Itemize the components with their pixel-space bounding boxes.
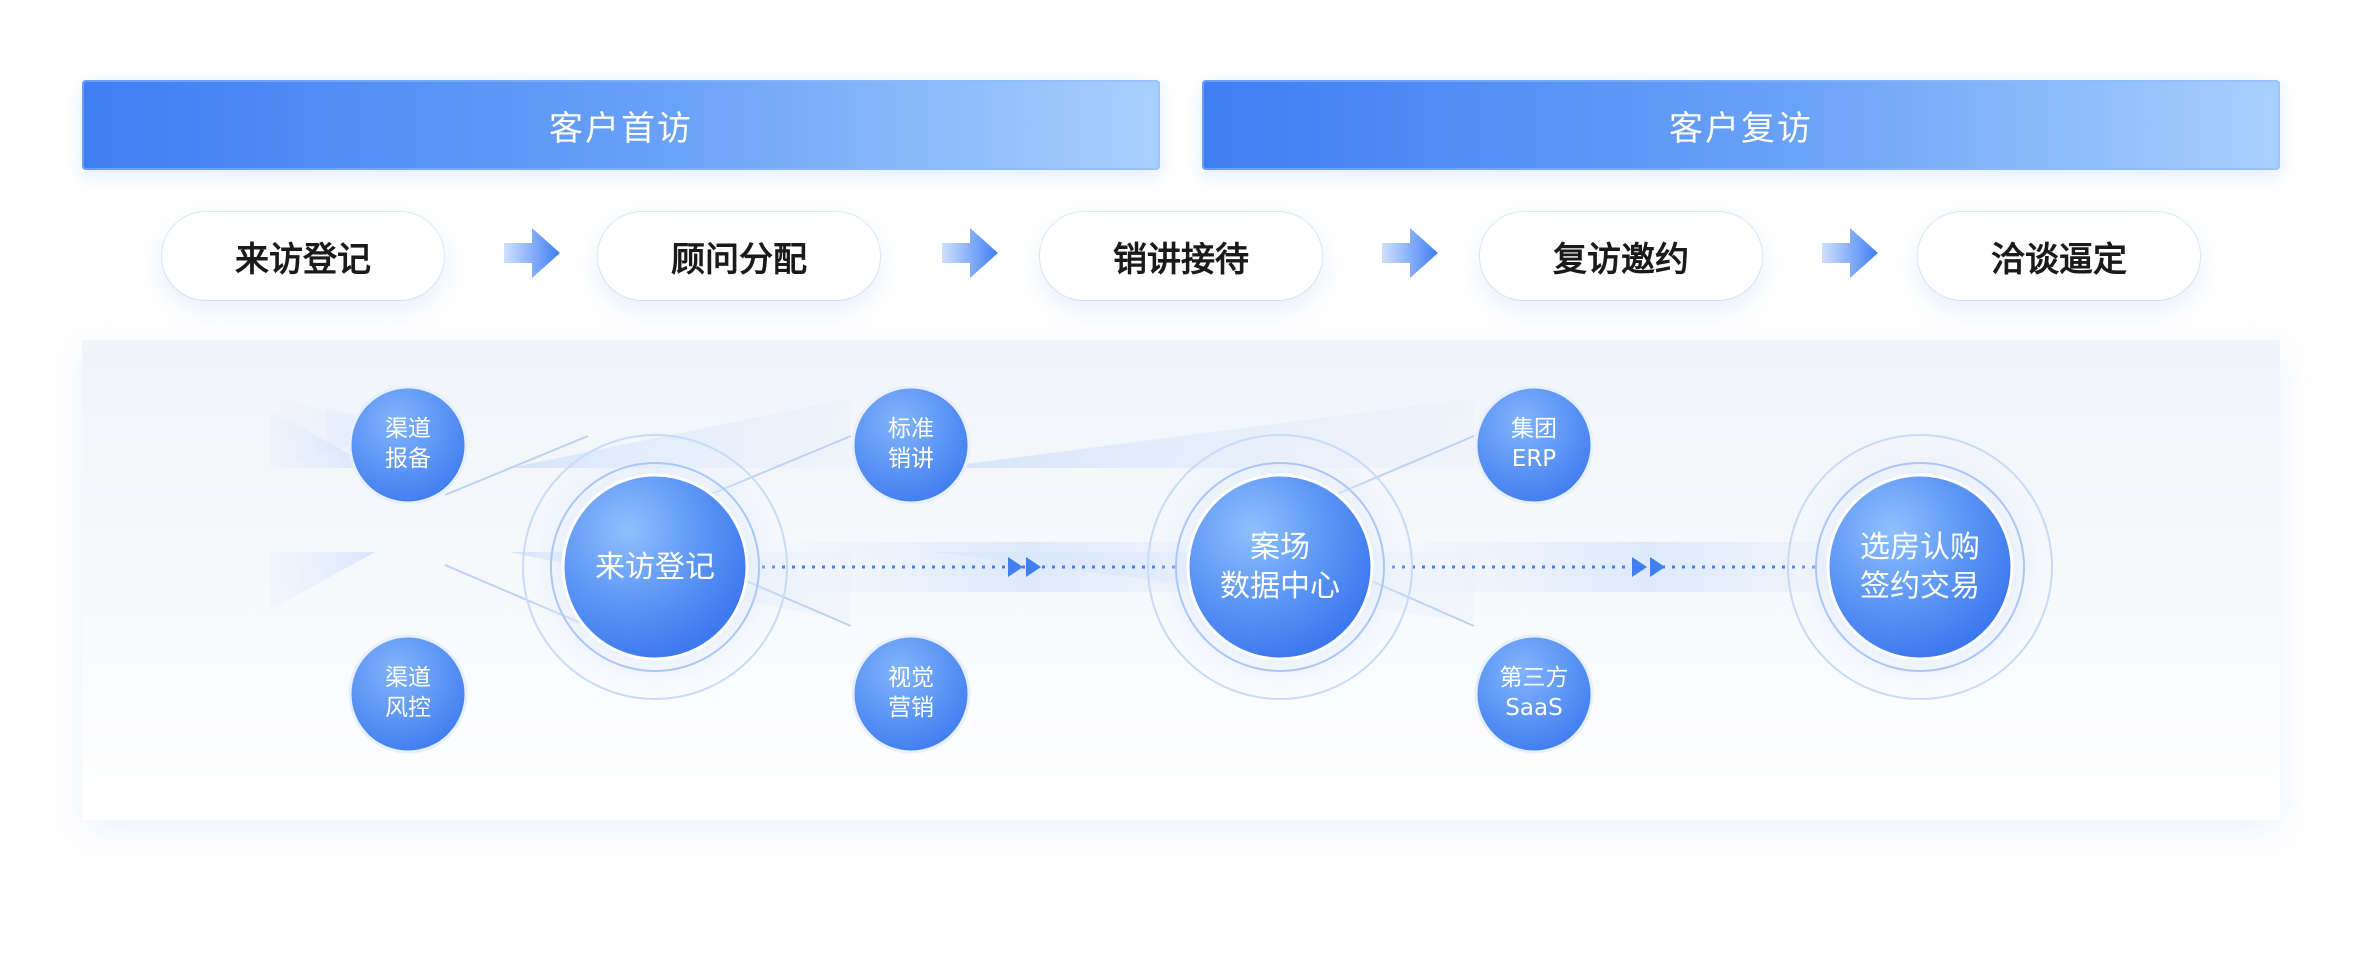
step-label: 来访登记 (235, 239, 371, 280)
satellite-node (851, 385, 971, 505)
arrow-right-icon (942, 228, 998, 278)
connector-beam (270, 552, 375, 610)
satellite-node (1474, 634, 1594, 754)
step-label: 顾问分配 (671, 239, 807, 280)
double-arrow-icon (1632, 557, 1665, 577)
double-arrow-icon (1008, 557, 1041, 577)
step-sales-reception: 销讲接待 (1040, 212, 1322, 300)
flow-diagram (270, 385, 2053, 754)
step-revisit-invitation: 复访邀约 (1480, 212, 1762, 300)
step-label: 销讲接待 (1113, 239, 1249, 280)
arrow-right-icon (504, 228, 560, 278)
phase-header-label: 客户复访 (1669, 108, 1813, 149)
step-negotiation-closing: 洽谈逼定 (1918, 212, 2200, 300)
satellite-node (1474, 385, 1594, 505)
hub-node-data-center (1147, 434, 1413, 700)
satellite-node (348, 385, 468, 505)
arrow-right-icon (1822, 228, 1878, 278)
hub-node-visit-registration (522, 434, 788, 700)
phase-header-return-visit: 客户复访 (1202, 80, 2280, 170)
satellite-node (348, 634, 468, 754)
phase-header-first-visit: 客户首访 (82, 80, 1160, 170)
flow-diagram-panel: 来访登记 案场 数据中心 选房认购 签约交易 渠道 报备 渠道 风控 标准 销讲… (82, 340, 2280, 820)
phase-header-label: 客户首访 (549, 108, 693, 149)
step-visit-registration: 来访登记 (162, 212, 444, 300)
arrow-right-icon (1382, 228, 1438, 278)
satellite-node (851, 634, 971, 754)
step-label: 复访邀约 (1553, 239, 1689, 280)
connector-line (444, 435, 589, 496)
connector-beam (935, 398, 1474, 468)
step-consultant-assignment: 顾问分配 (598, 212, 880, 300)
step-label: 洽谈逼定 (1991, 239, 2127, 280)
hub-node-transaction (1787, 434, 2053, 700)
connector-beam (270, 410, 375, 468)
